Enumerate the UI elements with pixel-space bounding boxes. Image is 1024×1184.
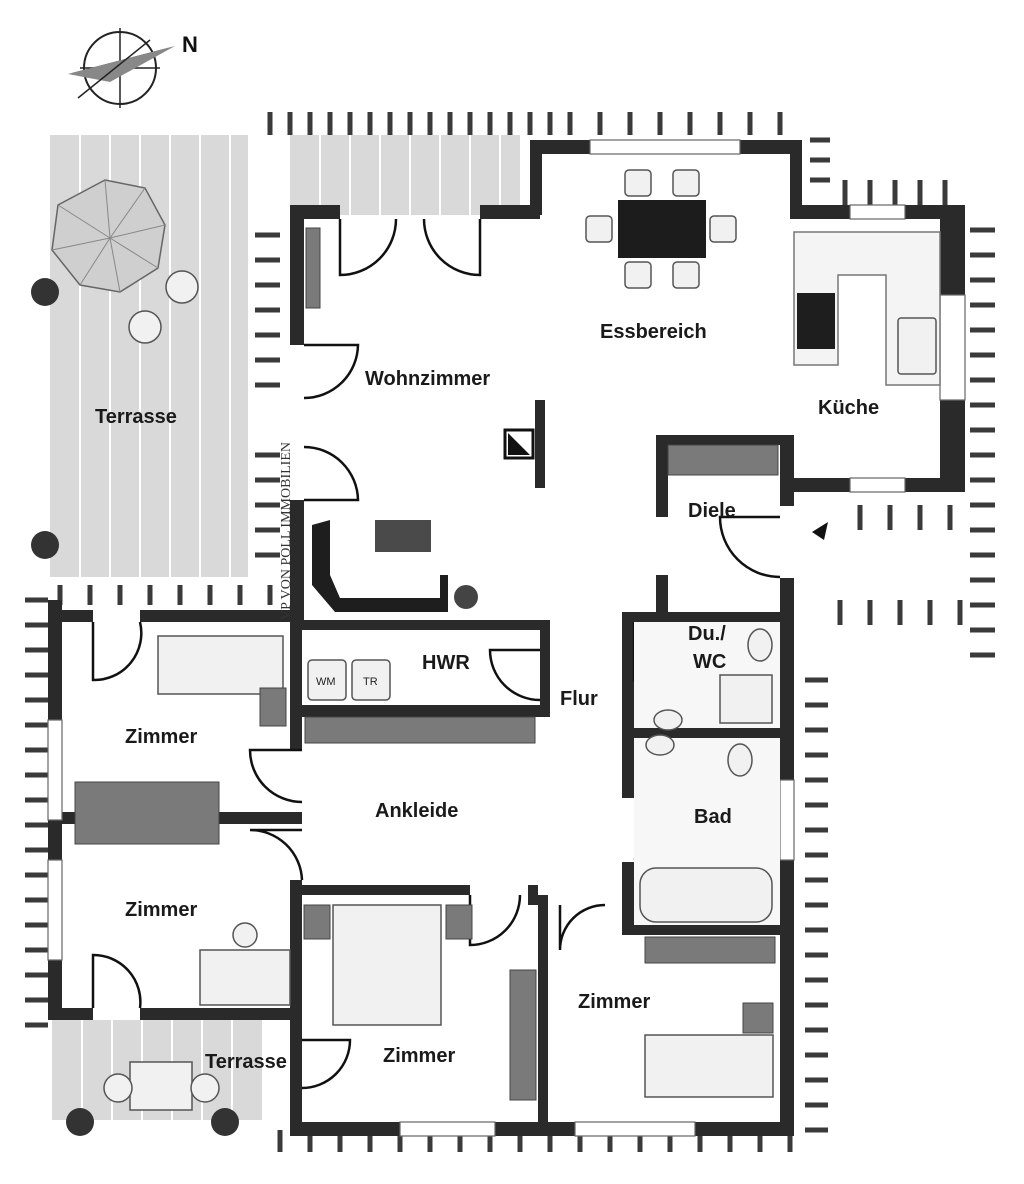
doors — [91, 218, 781, 1090]
kitchen-counter — [793, 231, 941, 386]
nightstand-icon — [303, 904, 331, 940]
coffee-table-icon — [375, 520, 431, 552]
room-label-terrasse-small: Terrasse — [205, 1051, 287, 1073]
room-label-bad: Bad — [694, 806, 732, 828]
room-labels: Terrasse Wohnzimmer Essbereich Küche Die… — [95, 321, 879, 1073]
sofa-icon — [312, 520, 448, 612]
dryer-icon — [351, 659, 391, 701]
nightstand-icon — [445, 904, 473, 940]
dining-table-icon — [585, 169, 737, 289]
parasol-icon — [51, 179, 166, 293]
double-bed-icon — [332, 904, 442, 1026]
plant-icon — [454, 585, 478, 609]
washbasin-icon — [653, 709, 683, 731]
toilet-icon — [727, 743, 753, 777]
chair-icon — [128, 310, 162, 344]
plant-icon — [211, 1108, 239, 1136]
wardrobe-icon — [509, 969, 537, 1101]
wardrobe-icon — [667, 444, 779, 476]
plant-icon — [31, 531, 59, 559]
cooktop-icon — [797, 293, 835, 349]
wardrobe-icon — [74, 781, 220, 845]
washbasin-icon — [645, 734, 675, 756]
room-label-zimmer-nw: Zimmer — [125, 726, 197, 748]
chair-icon — [103, 1073, 133, 1103]
nightstand-icon — [259, 687, 287, 727]
north-label: N — [182, 32, 198, 57]
room-label-du: Du./ — [688, 623, 726, 645]
room-label-zimmer-w: Zimmer — [125, 899, 197, 921]
room-label-essbereich: Essbereich — [600, 321, 707, 343]
room-label-terrasse: Terrasse — [95, 406, 177, 428]
windows — [47, 139, 966, 1137]
shower-tray-icon — [719, 674, 773, 724]
room-label-kueche: Küche — [818, 397, 879, 419]
room-label-zimmer-se: Zimmer — [578, 991, 650, 1013]
shelf-icon — [305, 227, 321, 309]
nightstand-icon — [742, 1002, 774, 1034]
room-label-ankleide: Ankleide — [375, 800, 458, 822]
bathtub-icon — [639, 867, 773, 923]
bed-icon — [644, 1034, 774, 1098]
chair-icon — [190, 1073, 220, 1103]
logo-watermark: VP VON POLL IMMOBILIEN — [279, 442, 294, 620]
wm-label: WM — [316, 676, 336, 688]
room-label-hwr: HWR — [422, 652, 470, 674]
room-label-wohnzimmer: Wohnzimmer — [365, 368, 490, 390]
room-label-flur: Flur — [560, 688, 598, 710]
plant-icon — [31, 278, 59, 306]
wardrobe-icon — [304, 716, 536, 744]
room-label-zimmer-s: Zimmer — [383, 1045, 455, 1067]
plant-icon — [66, 1108, 94, 1136]
room-label-wc: WC — [693, 651, 726, 673]
bed-icon — [157, 635, 284, 695]
tr-label: TR — [363, 676, 378, 688]
wardrobe-icon — [644, 936, 776, 964]
toilet-icon — [747, 628, 773, 662]
chair-icon — [165, 270, 199, 304]
sink-icon — [897, 317, 937, 375]
chair-icon — [232, 922, 258, 948]
compass-icon: N — [68, 28, 198, 108]
washing-machine-icon — [307, 659, 347, 701]
room-label-diele: Diele — [688, 500, 736, 522]
entry-arrow-icon — [812, 522, 828, 540]
table-icon — [129, 1061, 193, 1111]
desk-icon — [199, 949, 291, 1006]
